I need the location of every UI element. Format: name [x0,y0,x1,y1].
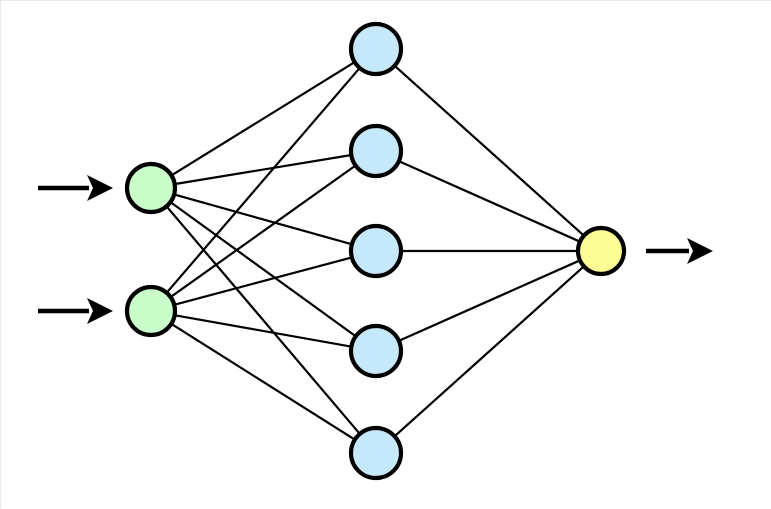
connection-edge-i1-h5 [164,204,362,436]
output-arrow [646,238,713,264]
input-arrow-bottom [38,298,113,324]
node-h2[interactable] [348,123,404,179]
connection-edge-i2-h2 [168,163,358,299]
connection-edge-i1-h3 [172,193,354,246]
node-h5[interactable] [348,425,404,481]
node-i2[interactable] [124,284,178,338]
input-arrow-bottom-head-icon [87,298,113,324]
io-arrow-layer [38,175,713,324]
output-layer [575,225,627,277]
node-i1[interactable] [124,161,178,215]
input-layer [124,161,178,338]
node-h1[interactable] [348,21,404,77]
node-h3[interactable] [348,223,404,279]
connection-edge-h2-o1 [396,159,582,244]
connection-edge-i2-h4 [172,313,354,348]
connection-edge-h4-o1 [396,258,582,343]
node-o1[interactable] [575,225,627,277]
output-arrow-head-icon [687,238,713,264]
input-arrow-top [38,175,113,201]
connection-edge-i2-h5 [169,322,357,442]
edge-layer [164,60,586,442]
node-h4[interactable] [348,323,404,379]
connection-edge-i2-h1 [164,66,362,295]
connection-edge-h5-o1 [392,264,586,439]
connection-edge-i1-h4 [168,200,358,339]
connection-edge-i1-h2 [172,153,354,186]
input-arrow-top-head-icon [87,175,113,201]
connection-edge-i1-h1 [169,60,357,178]
connection-edge-h1-o1 [392,63,586,238]
connection-edge-i2-h3 [172,256,354,307]
hidden-layer [348,21,404,481]
node-layer [124,21,627,481]
